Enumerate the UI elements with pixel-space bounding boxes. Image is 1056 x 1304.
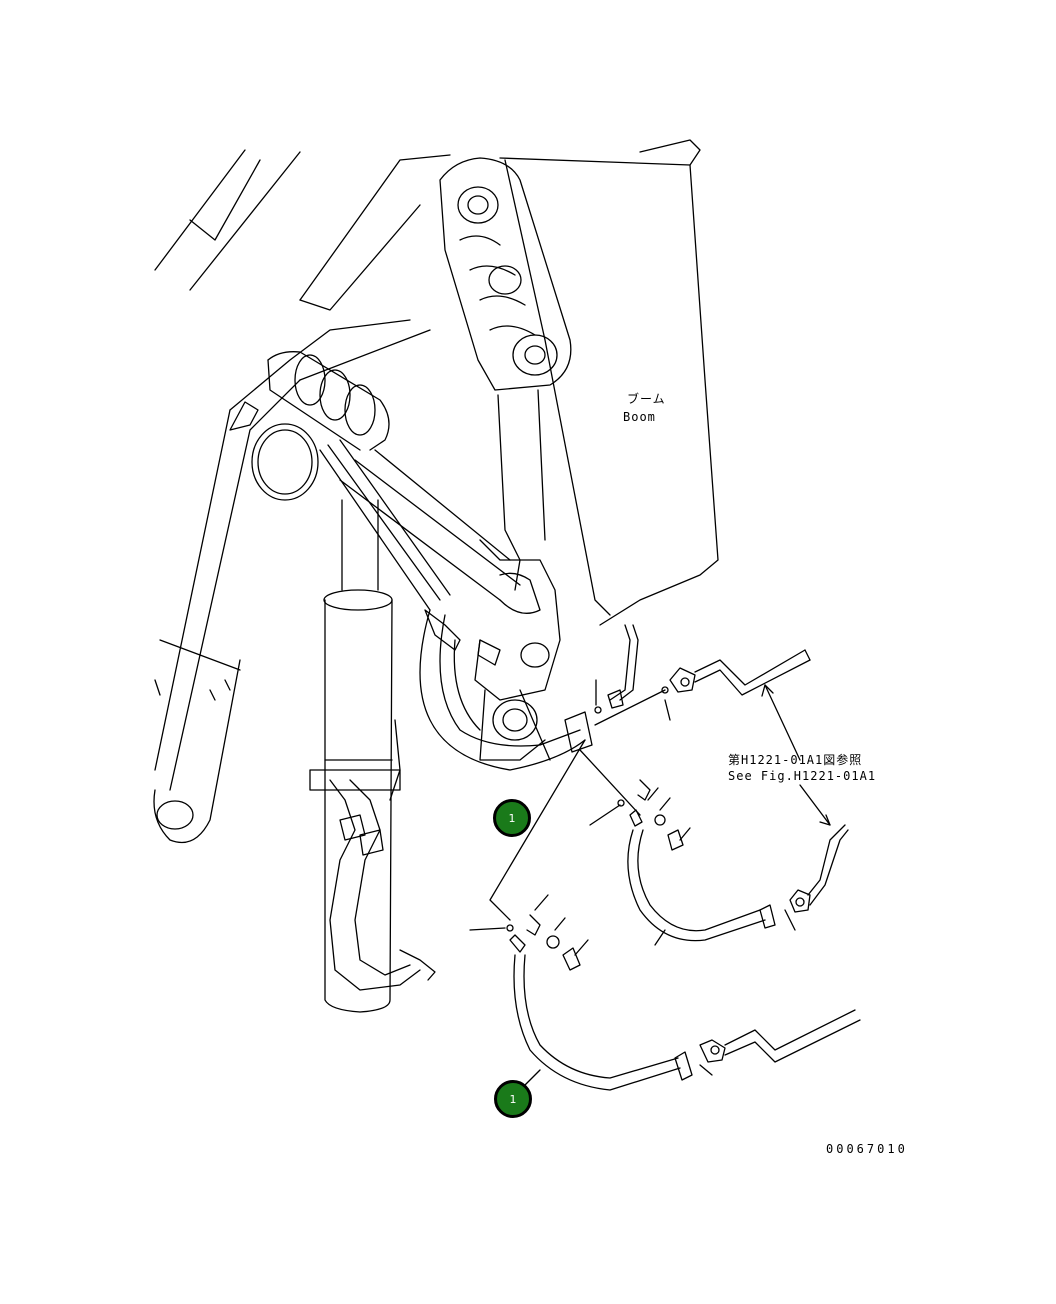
hose-lower xyxy=(469,894,861,1091)
reference-label-en: See Fig.H1221-01A1 xyxy=(728,769,877,783)
drawing-number: 00067010 xyxy=(826,1142,908,1156)
boom-body xyxy=(153,139,719,844)
reference-label-jp: 第H1221-01A1図参照 xyxy=(728,753,863,767)
hose-bundle-lower xyxy=(329,719,436,991)
hose-bundle-upper xyxy=(319,439,586,771)
connection-block xyxy=(489,679,671,921)
boom-cylinder xyxy=(309,499,401,1013)
boom-label-jp: ブーム xyxy=(627,392,666,406)
hose-middle xyxy=(589,779,849,946)
reference-arrow xyxy=(761,684,831,826)
part-callout-1-lower[interactable]: 1 xyxy=(494,1080,532,1118)
boom-bracket xyxy=(439,157,572,761)
pipe-upper-small xyxy=(607,624,639,709)
part-callout-1[interactable]: 1 xyxy=(493,799,531,837)
pipe-upper-right xyxy=(669,649,811,696)
boom-label-en: Boom xyxy=(623,410,656,424)
arm-cylinder xyxy=(267,351,541,614)
